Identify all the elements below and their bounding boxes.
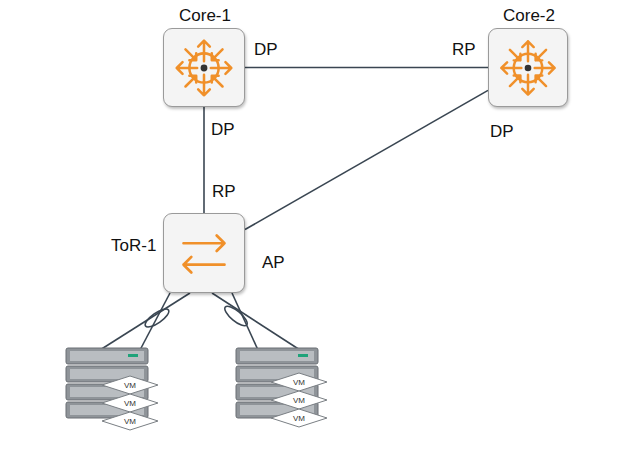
vm-diamond: VM (101, 393, 159, 413)
device-name: ToR-1 (111, 236, 156, 256)
vm-label: VM (101, 399, 159, 408)
device-name: Core-2 (503, 6, 555, 26)
vm-label: VM (270, 414, 328, 423)
port-role-label: DP (211, 120, 235, 140)
port-role-label: RP (452, 40, 476, 60)
router-icon (489, 29, 567, 106)
vm-diamond: VM (270, 408, 328, 428)
vm-diamond: VM (101, 375, 159, 395)
port-role-label: AP (262, 253, 285, 273)
vm-label: VM (270, 378, 328, 387)
network-link (245, 67, 488, 68)
device-name: Core-1 (179, 6, 231, 26)
vm-label: VM (101, 417, 159, 426)
switch-box: ToR-1 (163, 213, 245, 293)
router-icon (164, 29, 244, 106)
router-box: Core-2 (488, 28, 568, 107)
vm-label: VM (270, 396, 328, 405)
lag-wires (100, 293, 300, 350)
vm-diamond: VM (270, 390, 328, 410)
port-role-label: DP (490, 122, 514, 142)
vm-label: VM (101, 381, 159, 390)
switch-icon (164, 214, 244, 292)
network-link (245, 90, 488, 229)
port-role-label: RP (212, 182, 236, 202)
vm-diamond: VM (101, 411, 159, 431)
vm-diamond: VM (270, 372, 328, 392)
router-box: Core-1 (163, 28, 245, 107)
network-link (204, 107, 205, 213)
port-role-label: DP (254, 40, 278, 60)
